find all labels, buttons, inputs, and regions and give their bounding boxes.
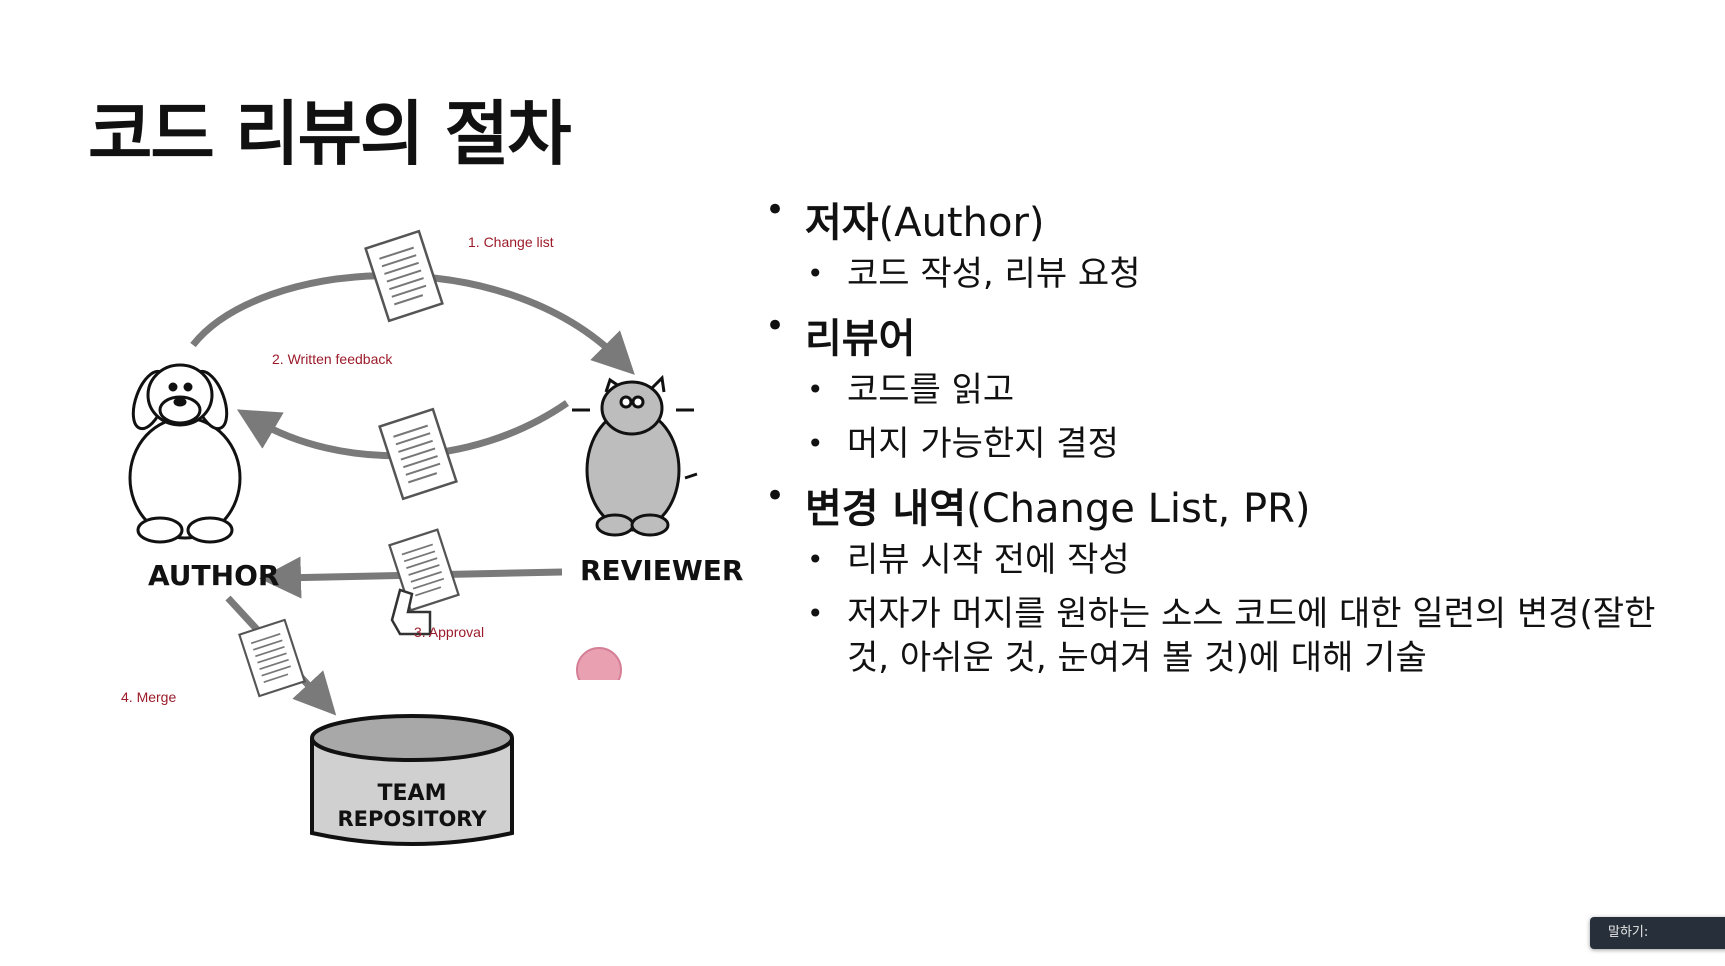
step-approval: 3. Approval: [414, 624, 484, 640]
bullet-head: 저자: [805, 200, 879, 246]
sub-bullet: 머지 가능한지 결정: [805, 422, 1680, 466]
speak-input-box[interactable]: 말하기:: [1590, 917, 1725, 949]
repo-label-line1: TEAM: [378, 781, 447, 806]
sub-bullet: 저자가 머지를 원하는 소스 코드에 대한 일련의 변경(잘한 것, 아쉬운 것…: [805, 592, 1680, 680]
bullet-list: 저자(Author) 코드 작성, 리뷰 요청 리뷰어 코드를 읽고 머지 가능…: [760, 190, 1680, 690]
speak-label: 말하기:: [1608, 925, 1649, 940]
merge-document-icon: [238, 618, 306, 698]
sub-bullet: 코드를 읽고: [805, 368, 1680, 412]
step-written-feedback: 2. Written feedback: [272, 351, 393, 367]
reviewer-cat-icon: [572, 374, 698, 537]
reviewer-label: REVIEWER: [580, 554, 743, 587]
bullet-change-list: 변경 내역(Change List, PR) 리뷰 시작 전에 작성 저자가 머…: [760, 476, 1680, 680]
bullet-reviewer: 리뷰어 코드를 읽고 머지 가능한지 결정: [760, 306, 1680, 466]
author-dog-icon: [128, 363, 242, 544]
step-change-list: 1. Change list: [468, 234, 554, 250]
slide-title: 코드 리뷰의 절차: [88, 93, 572, 175]
bullet-head: 변경 내역: [805, 486, 967, 532]
change-list-document-icon: [364, 229, 444, 323]
bullet-tail: (Author): [878, 200, 1045, 246]
bullet-head: 리뷰어: [805, 316, 916, 362]
sub-bullet: 코드 작성, 리뷰 요청: [805, 252, 1680, 296]
bullet-author: 저자(Author) 코드 작성, 리뷰 요청: [760, 190, 1680, 296]
bullet-tail: (Change List, PR): [966, 486, 1311, 532]
author-label: AUTHOR: [148, 559, 279, 592]
laser-pointer-dot: [576, 647, 622, 680]
repo-label-line2: REPOSITORY: [337, 807, 487, 831]
step-merge: 4. Merge: [121, 689, 176, 705]
team-repository-icon: [310, 714, 514, 846]
sub-bullet: 리뷰 시작 전에 작성: [805, 538, 1680, 582]
thumbs-up-icon: [390, 588, 432, 636]
feedback-document-icon: [378, 407, 458, 501]
